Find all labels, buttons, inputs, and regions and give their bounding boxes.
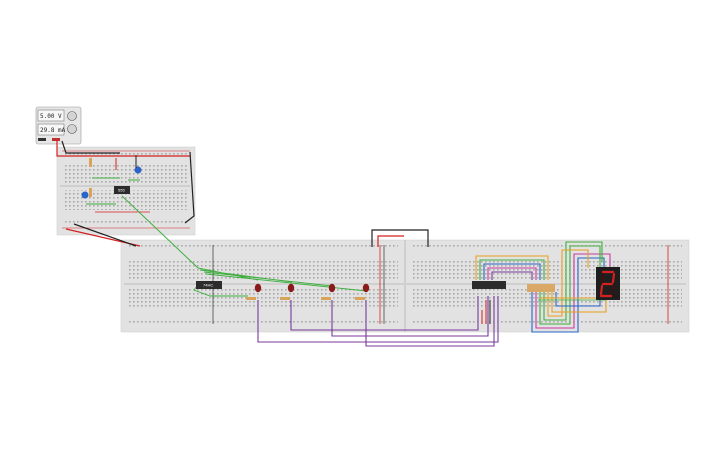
decoder-ic[interactable] [472, 281, 506, 289]
power-rail-top-right [412, 245, 682, 249]
counter-ic[interactable] [196, 281, 222, 289]
voltage-display [37, 109, 65, 122]
power-rail-bottom-right [412, 320, 682, 324]
terminal-strip-top [64, 163, 188, 183]
knob-icon[interactable] [67, 111, 77, 121]
resistor[interactable] [280, 297, 290, 300]
resistor[interactable] [355, 297, 365, 300]
led[interactable] [287, 283, 295, 293]
power-rail-top-left [128, 245, 398, 249]
negative-terminal[interactable] [38, 138, 46, 141]
terminal-strip-top-left [128, 260, 398, 280]
resistor-array[interactable] [527, 284, 555, 292]
led[interactable] [362, 283, 370, 293]
small-board-components[interactable]: 555 [81, 155, 151, 213]
counter-section[interactable]: 74HC [121, 195, 370, 300]
display-wires[interactable] [531, 241, 611, 333]
resistor[interactable] [321, 297, 331, 300]
power-rail-bottom-left [128, 320, 398, 324]
counter-ic-label: 74HC [203, 283, 213, 288]
terminal-strip-bottom-left [128, 289, 398, 309]
seven-segment-display[interactable] [596, 267, 620, 300]
positive-terminal[interactable] [52, 138, 60, 141]
current-readout: 29.8 mA [40, 127, 66, 134]
led[interactable] [328, 283, 336, 293]
power-rail-bottom [64, 220, 188, 224]
knob-icon[interactable] [67, 124, 77, 134]
timer-ic[interactable] [114, 186, 130, 194]
capacitor[interactable] [134, 166, 142, 174]
power-supply[interactable]: 5.00 V 29.8 mA [35, 106, 82, 145]
current-display [37, 123, 65, 136]
capacitor[interactable] [81, 191, 89, 199]
power-rail-top [64, 152, 188, 156]
terminal-strip-top-right [412, 260, 682, 280]
purple-wires[interactable] [257, 296, 499, 347]
led[interactable] [254, 283, 262, 293]
digit-segments [599, 270, 616, 298]
decoder-section[interactable] [472, 255, 555, 324]
resistor[interactable] [89, 188, 92, 197]
resistor[interactable] [246, 297, 256, 300]
power-wires[interactable] [56, 140, 429, 247]
timer-ic-label: 555 [118, 188, 125, 193]
voltage-readout: 5.00 V [40, 113, 62, 120]
resistor[interactable] [89, 158, 92, 167]
